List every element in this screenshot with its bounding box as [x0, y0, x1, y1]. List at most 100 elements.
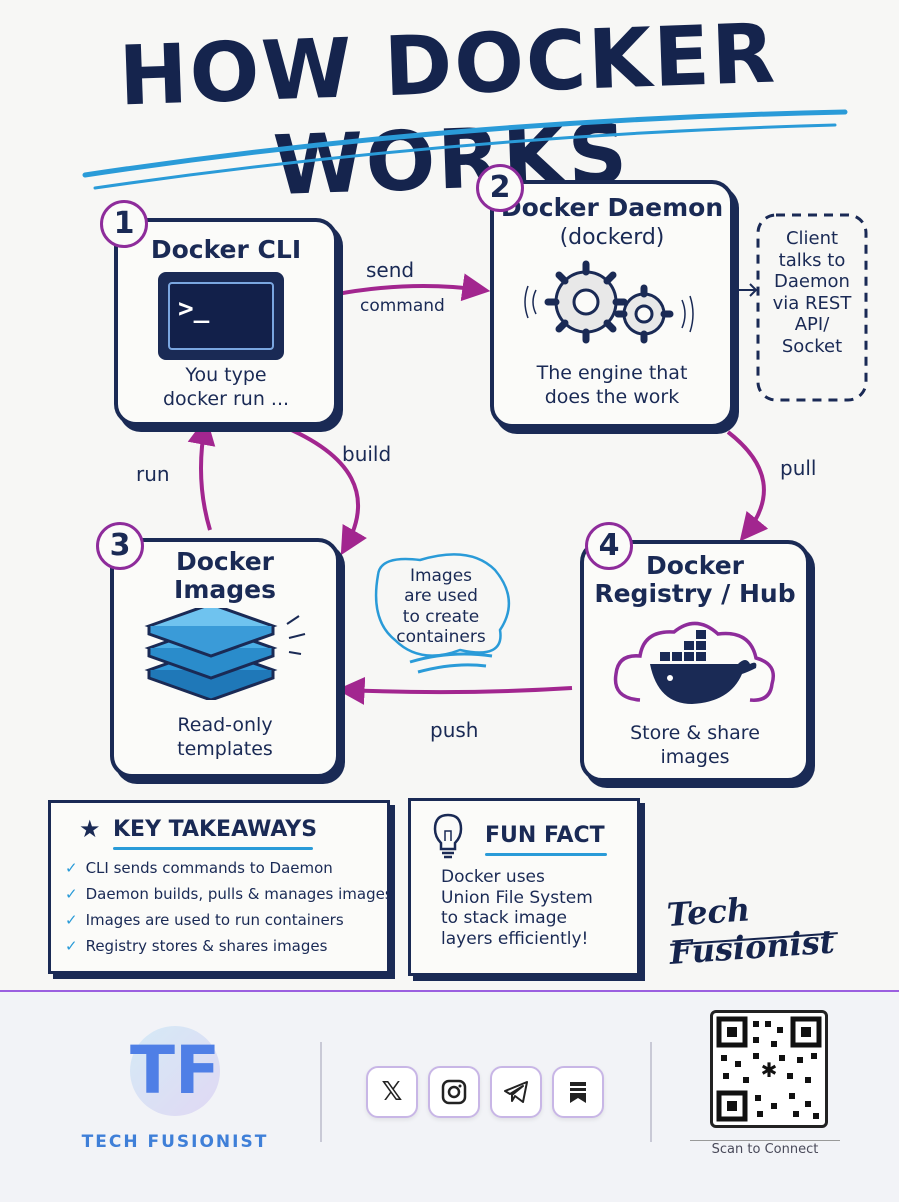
node-desc-line: does the work: [544, 385, 680, 408]
layers-icon: [144, 608, 306, 700]
star-icon: ★: [79, 815, 101, 843]
edge-label-send: send: [366, 258, 415, 282]
node-title-line: Docker: [176, 547, 274, 576]
footer-divider: [650, 1042, 652, 1142]
node-title: Docker CLI: [150, 235, 302, 264]
step-number-1: 1: [100, 200, 148, 248]
side-note-line: via REST: [772, 292, 852, 314]
bookmark-icon[interactable]: [552, 1066, 604, 1118]
lightbulb-icon: [433, 813, 463, 859]
bookmark-glyph: [570, 1082, 586, 1103]
side-note-line: talks to: [778, 249, 846, 271]
node-title: Docker Daemon: [500, 193, 724, 222]
arrow-push: [336, 676, 573, 705]
node-title-line: Images: [174, 575, 276, 604]
arrow-run: [187, 416, 216, 531]
list-item: ✓ Daemon builds, pulls & manages images: [65, 881, 393, 907]
node-docker-registry: Docker Registry / Hub Store & share imag…: [580, 540, 810, 782]
side-note-line: Socket: [781, 335, 843, 357]
fun-fact-heading: FUN FACT: [485, 823, 605, 848]
node-title: Docker Registry / Hub: [584, 552, 806, 608]
diagram-canvas: [82, 109, 868, 705]
qr-pattern: ✱: [716, 1016, 822, 1122]
fun-fact-line: Union File System: [441, 887, 593, 908]
step-number-4: 4: [585, 522, 633, 570]
fun-fact-text: Docker uses Union File System to stack i…: [441, 867, 593, 950]
node-desc: Read-only templates: [114, 714, 336, 762]
node-desc-line: Store & share: [630, 722, 760, 744]
scan-label: Scan to Connect: [690, 1142, 840, 1157]
arrow-build: [279, 423, 367, 556]
side-note-border: [756, 213, 868, 402]
node-title: Docker Images: [114, 548, 336, 604]
center-note-line: Images: [409, 566, 473, 586]
node-docker-images: Docker Images Read-only templates: [110, 538, 340, 778]
takeaway-list: ✓ CLI sends commands to Daemon ✓ Daemon bu…: [65, 855, 393, 959]
edge-label-command: command: [360, 296, 445, 316]
telegram-icon[interactable]: [490, 1066, 542, 1118]
node-title-line: Registry / Hub: [594, 579, 796, 608]
list-item: ✓ CLI sends commands to Daemon: [65, 855, 393, 881]
node-docker-daemon: Docker Daemon (dockerd) The engine that …: [490, 180, 734, 428]
telegram-glyph: [504, 1081, 528, 1103]
check-icon: ✓: [65, 885, 78, 903]
node-desc-line: docker run ...: [162, 387, 290, 410]
terminal-prompt: >_: [178, 294, 210, 324]
takeaway-text: Images are used to run containers: [85, 911, 344, 929]
scan-divider: [690, 1140, 840, 1141]
node-desc-line: images: [660, 745, 730, 768]
list-item: ✓ Registry stores & shares images: [65, 933, 393, 959]
center-note: Images are used to create containers: [382, 566, 500, 648]
brand-name: TECH FUSIONIST: [81, 1132, 269, 1152]
node-desc: The engine that does the work: [494, 362, 730, 410]
check-icon: ✓: [65, 937, 78, 955]
terminal-icon: >_: [158, 272, 284, 360]
node-desc-line: Read-only: [177, 714, 273, 736]
arrow-send-command: [331, 273, 491, 302]
side-note: Client talks to Daemon via REST API/ Soc…: [758, 228, 866, 358]
side-note-line: Client: [785, 228, 839, 249]
node-desc: You type docker run ...: [118, 364, 334, 412]
svg-text:✱: ✱: [761, 1058, 778, 1082]
node-desc-line: templates: [177, 737, 273, 760]
node-desc: Store & share images: [584, 722, 806, 770]
center-note-line: are used: [404, 586, 478, 607]
fun-fact-line: layers efficiently!: [441, 929, 589, 950]
side-note-line: Daemon: [774, 271, 850, 293]
qr-code[interactable]: ✱: [710, 1010, 828, 1128]
list-item: ✓ Images are used to run containers: [65, 907, 393, 933]
takeaway-text: Registry stores & shares images: [85, 937, 328, 955]
fun-fact-panel: FUN FACT Docker uses Union File System t…: [408, 798, 640, 976]
node-title-line: Docker: [646, 551, 744, 580]
fun-fact-line: Docker uses: [441, 867, 545, 887]
node-desc-line: You type: [185, 364, 267, 386]
docker-whale-cloud-icon: [613, 621, 775, 704]
heading-underline: [113, 847, 313, 850]
tech-fusionist-logo: TF: [130, 1026, 220, 1116]
heading-underline: [485, 853, 607, 856]
title-underline-2: [93, 123, 837, 190]
arrow-pull: [726, 430, 769, 542]
edge-label-run: run: [136, 462, 170, 486]
center-note-cloud: [374, 553, 511, 657]
fun-fact-line: to stack image: [441, 908, 567, 929]
node-docker-cli: Docker CLI >_ You type docker run ...: [114, 218, 338, 426]
check-icon: ✓: [65, 911, 78, 929]
instagram-icon[interactable]: [428, 1066, 480, 1118]
check-icon: ✓: [65, 859, 78, 877]
edge-label-pull: pull: [780, 456, 817, 480]
title-underline: [82, 109, 848, 178]
signature: Tech Fusionist: [665, 890, 836, 972]
step-number-3: 3: [96, 522, 144, 570]
node-subtitle: (dockerd): [559, 225, 665, 250]
logo-mark: TF: [130, 1032, 221, 1109]
node-desc-line: The engine that: [536, 362, 688, 384]
instagram-glyph: [441, 1079, 467, 1105]
gears-icon: [524, 260, 694, 344]
takeaway-text: CLI sends commands to Daemon: [85, 859, 333, 877]
edge-label-build: build: [342, 442, 392, 466]
takeaway-text: Daemon builds, pulls & manages images: [85, 885, 393, 903]
key-takeaways-panel: ★ KEY TAKEAWAYS ✓CLI sends commands to D…: [48, 800, 393, 974]
x-icon[interactable]: 𝕏: [366, 1066, 418, 1118]
footer-divider: [320, 1042, 322, 1142]
